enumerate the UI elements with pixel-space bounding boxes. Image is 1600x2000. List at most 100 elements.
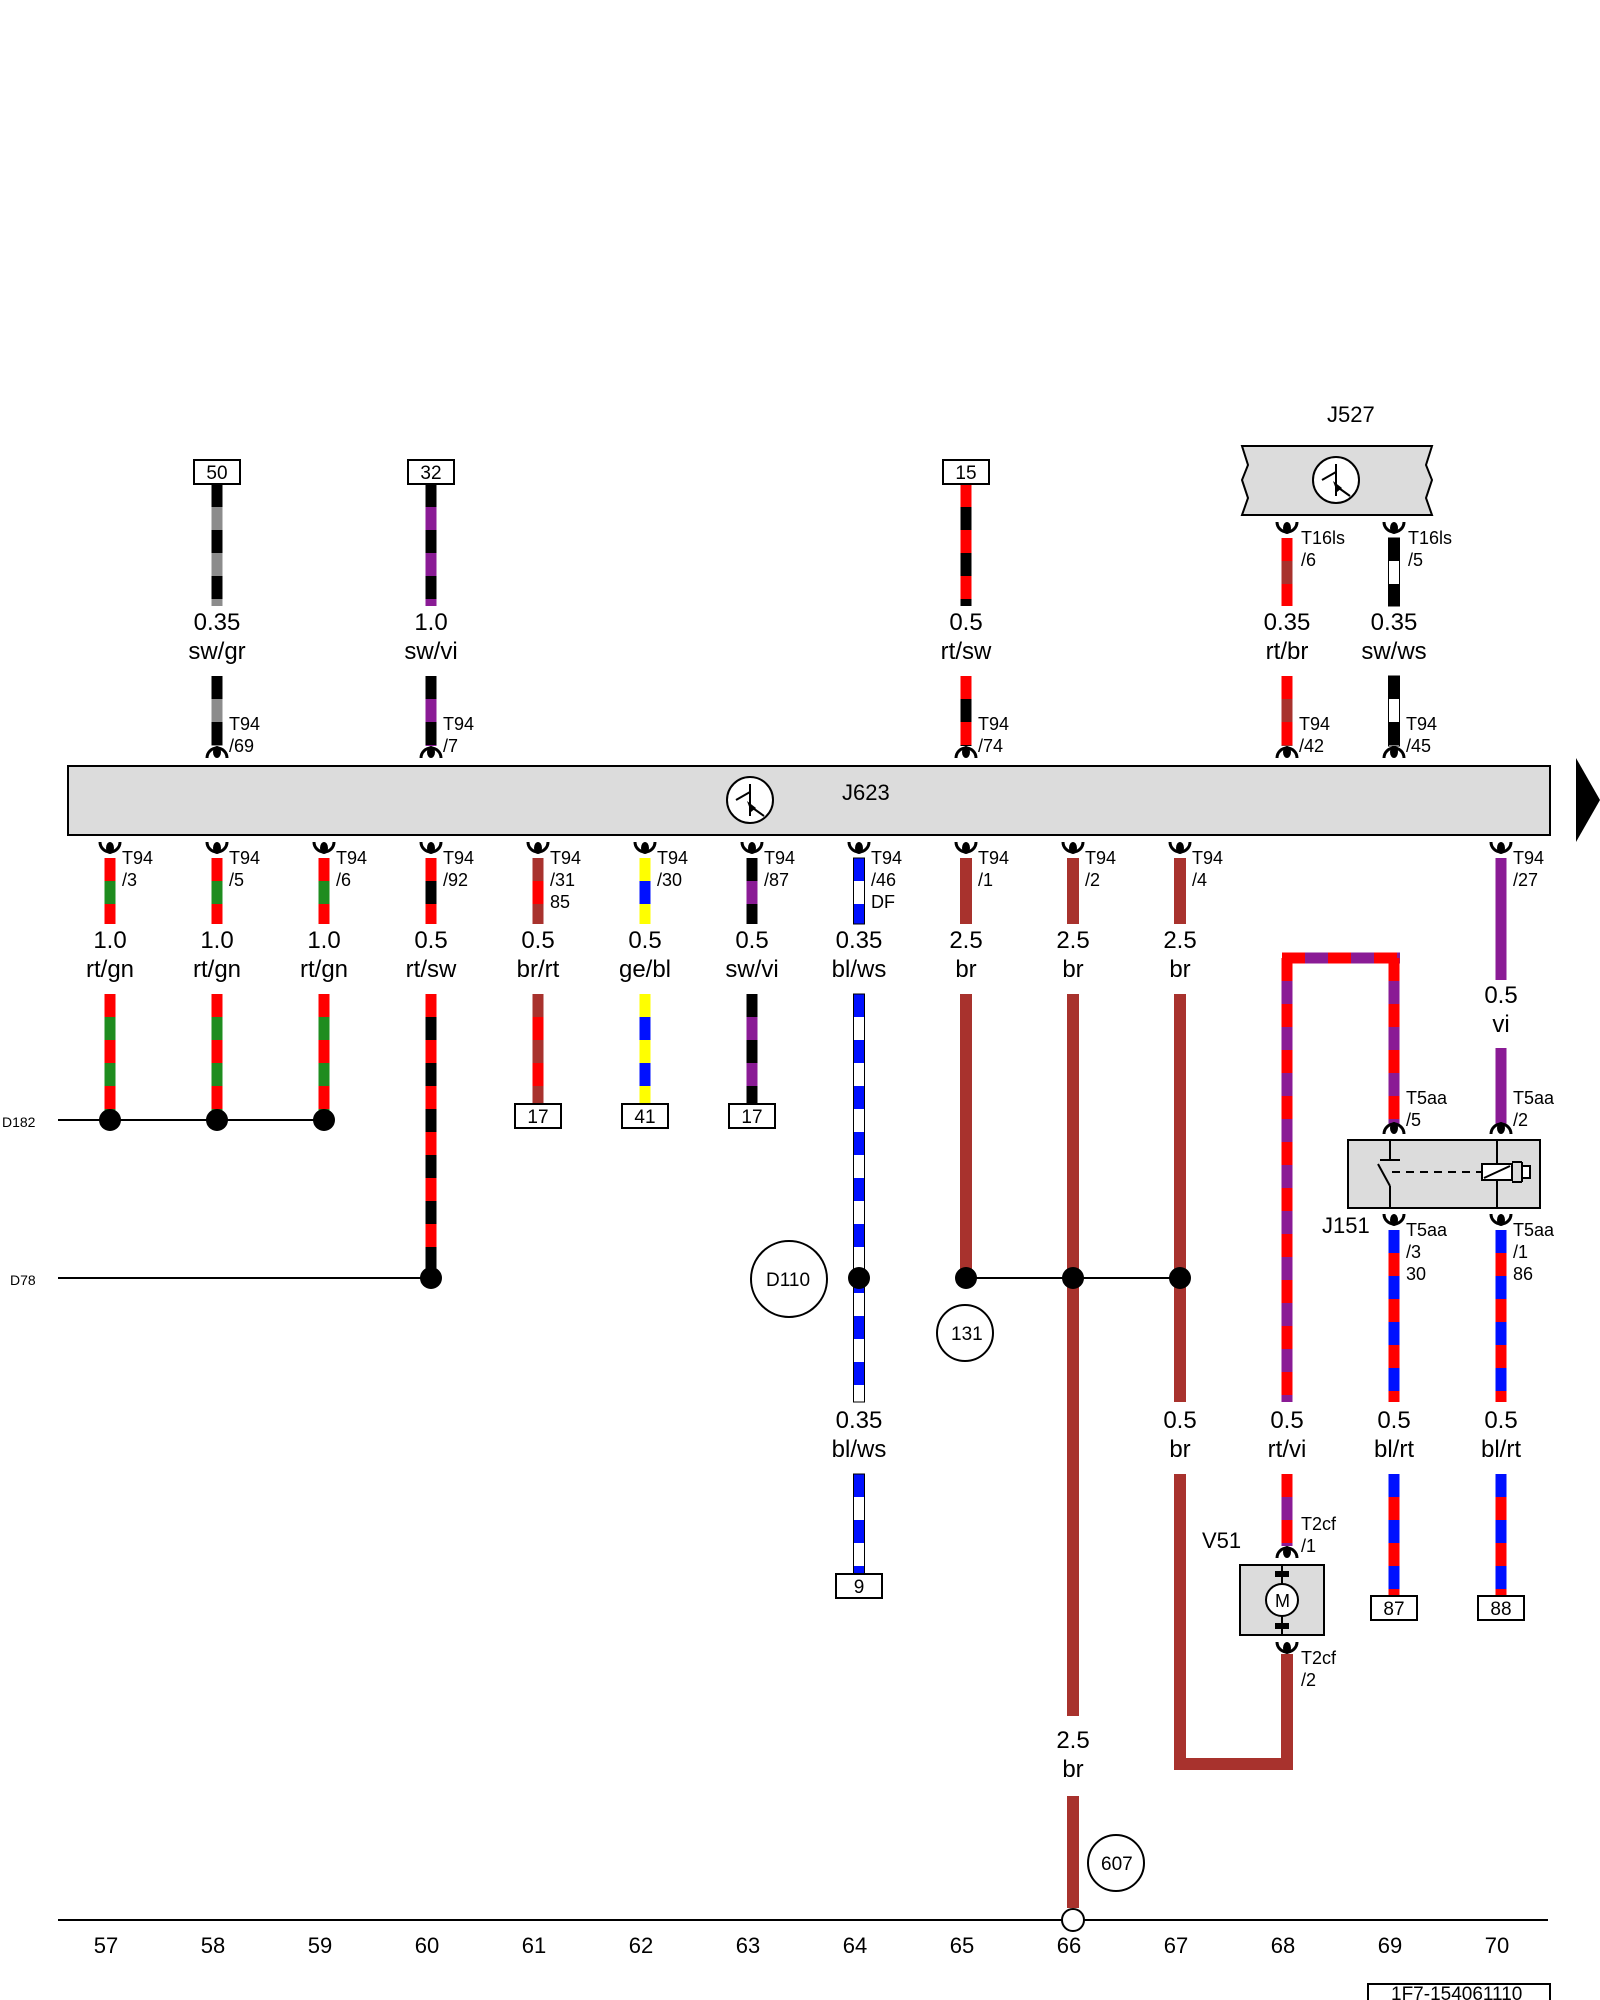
j623-wire-67-pin-conn: T94	[1192, 848, 1223, 868]
j623-wire-60-pin-num: /92	[443, 870, 468, 890]
d182-node-58	[206, 1109, 228, 1131]
br-66-lower-color: br	[1062, 1756, 1083, 1783]
column-number-62: 62	[629, 1933, 653, 1958]
column-number-66: 66	[1057, 1933, 1081, 1958]
j623-wire-58-pin-num: /5	[229, 870, 244, 890]
j527-pin6-lower-pin-icon	[1275, 746, 1299, 759]
j527-pin5-lower-pin-conn: T94	[1406, 714, 1437, 734]
term-63-box[interactable]	[728, 1103, 776, 1129]
j623-wire-61-pin-icon	[526, 841, 550, 854]
d182-node-57	[99, 1109, 121, 1131]
term-88-box[interactable]	[1477, 1595, 1525, 1621]
term-32-size: 1.0	[414, 609, 447, 636]
j623-wire-59-color: rt/gn	[300, 956, 348, 983]
j527-pin5-upper-wire[interactable]	[1388, 537, 1400, 607]
column-number-57: 57	[94, 1933, 118, 1958]
j623-wire-66-size: 2.5	[1056, 927, 1089, 954]
j623-wire-70-pin-num: /27	[1513, 870, 1538, 890]
d110-label: D110	[766, 1270, 810, 1291]
term-50-pin-num: /69	[229, 736, 254, 756]
j623-wire-63-size: 0.5	[735, 927, 768, 954]
j623-wire-59-pin-conn: T94	[336, 848, 367, 868]
j623-wire-62-size: 0.5	[628, 927, 661, 954]
term-87-box[interactable]	[1370, 1595, 1418, 1621]
column-number-64: 64	[843, 1933, 867, 1958]
v51-label: V51	[1202, 1528, 1241, 1553]
column-number-58: 58	[201, 1933, 225, 1958]
relay-pin1-icon	[1489, 1213, 1513, 1226]
j527-pin5-upper-pin-icon	[1382, 521, 1406, 534]
d182-label: D182	[2, 1114, 36, 1130]
term-50-pin-icon	[205, 746, 229, 759]
j527-pin6-upper-pin-conn: T16ls	[1301, 528, 1345, 548]
relay-pin5-icon	[1382, 1122, 1406, 1135]
relay-pin2-icon	[1489, 1122, 1513, 1135]
term-61-box[interactable]	[514, 1103, 562, 1129]
motor-pin2-icon	[1275, 1641, 1299, 1654]
term-15-size: 0.5	[949, 609, 982, 636]
j527-pin5-lower-wire[interactable]	[1388, 675, 1400, 747]
column-number-63: 63	[736, 1933, 760, 1958]
j623-wire-62-pin-conn: T94	[657, 848, 688, 868]
column-number-60: 60	[415, 1933, 439, 1958]
j623-wire-67-pin-num: /4	[1192, 870, 1207, 890]
term-50-size: 0.35	[194, 609, 241, 636]
j623-wire-61-pin-func: 85	[550, 892, 570, 912]
term-15-pin-conn: T94	[978, 714, 1009, 734]
j623-wire-70-color: vi	[1492, 1011, 1509, 1038]
j623-wire-62-color: ge/bl	[619, 956, 671, 983]
j623-wire-66-pin-num: /2	[1085, 870, 1100, 890]
motor-symbol: M	[1275, 1591, 1290, 1611]
j527-pin6-upper-pin-num: /6	[1301, 550, 1316, 570]
term-15-box[interactable]	[942, 459, 990, 485]
j623-wire-64-pin-icon	[847, 841, 871, 854]
ground-131-label: 131	[951, 1324, 983, 1345]
term-9-box[interactable]	[835, 1573, 883, 1599]
rt-vi-lower-size: 0.5	[1270, 1407, 1303, 1434]
relay-pin1-conn: T5aa	[1513, 1220, 1555, 1240]
j623-wire-61-pin-conn: T94	[550, 848, 581, 868]
j623-wire-59-pin-icon	[312, 841, 336, 854]
j623-wire-62-pin-icon	[633, 841, 657, 854]
j623-wire-59-size: 1.0	[307, 927, 340, 954]
term-50-box[interactable]	[193, 459, 241, 485]
bl-ws-lower-wire[interactable]	[853, 993, 865, 1403]
j527-pin6-upper-pin-icon	[1275, 521, 1299, 534]
d110-junction-circle	[750, 1240, 828, 1318]
column-number-68: 68	[1271, 1933, 1295, 1958]
j623-wire-58-color: rt/gn	[193, 956, 241, 983]
j623-wire-64-pin-num: /46	[871, 870, 896, 890]
j623-wire-61-size: 0.5	[521, 927, 554, 954]
j623-wire-57-pin-num: /3	[122, 870, 137, 890]
j623-wire-70-pin-icon	[1489, 841, 1513, 854]
j623-wire-57-pin-icon	[98, 841, 122, 854]
term-50-color: sw/gr	[188, 638, 245, 665]
ground-607-label: 607	[1101, 1854, 1133, 1875]
j527-control-unit-icon	[1312, 456, 1360, 504]
motor-pin2-conn: T2cf	[1301, 1648, 1337, 1668]
column-number-69: 69	[1378, 1933, 1402, 1958]
j623-wire-60-pin-icon	[419, 841, 443, 854]
static-layer: J527 J623	[2, 402, 1600, 2000]
j623-wire-66-color: br	[1062, 956, 1083, 983]
j623-wire-60-color: rt/sw	[406, 956, 457, 983]
j527-pin6-lower-pin-num: /42	[1299, 736, 1324, 756]
j623-wire-64-pin-func: DF	[871, 892, 895, 912]
j623-wire-58-pin-icon	[205, 841, 229, 854]
j623-wire-64-pin-conn: T94	[871, 848, 902, 868]
bl-rt-69-size: 0.5	[1377, 1407, 1410, 1434]
bl-ws-terminal-wire[interactable]	[853, 1473, 865, 1575]
term-32-box[interactable]	[407, 459, 455, 485]
relay-pin5-num: /5	[1406, 1110, 1421, 1130]
j623-wire-65-pin-icon	[954, 841, 978, 854]
bl-rt-70-color: bl/rt	[1481, 1436, 1521, 1463]
relay-pin1-num: /1	[1513, 1242, 1528, 1262]
relay-pin3-conn: T5aa	[1406, 1220, 1448, 1240]
j623-wire-64-upper-wire[interactable]	[853, 857, 865, 925]
j623-wire-61-pin-num: /31	[550, 870, 575, 890]
j623-wire-58-size: 1.0	[200, 927, 233, 954]
j623-housing[interactable]	[67, 765, 1551, 836]
br-67-lower-color: br	[1169, 1436, 1190, 1463]
term-62-box[interactable]	[621, 1103, 669, 1129]
